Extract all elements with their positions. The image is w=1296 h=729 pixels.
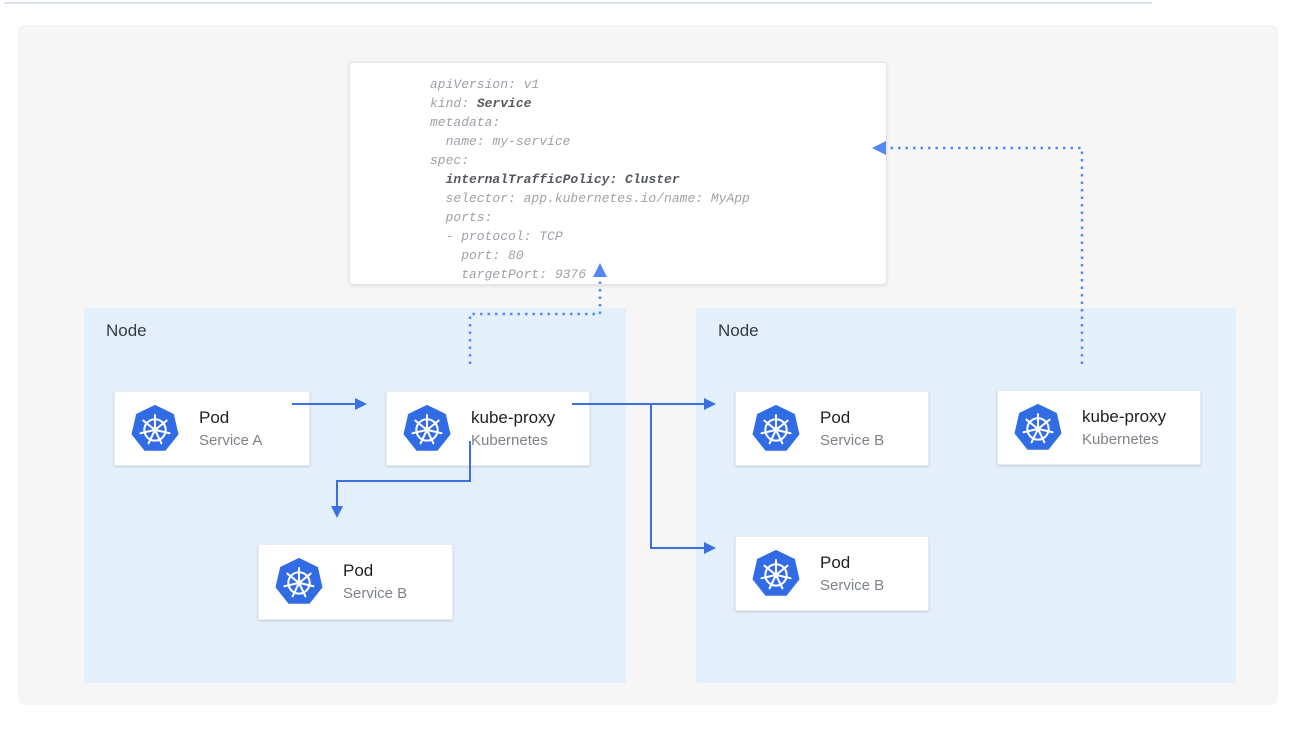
yaml-line: spec: <box>430 153 470 168</box>
yaml-line: kind: Service <box>430 96 532 111</box>
yaml-line: port: 80 <box>430 248 524 263</box>
yaml-line: selector: app.kubernetes.io/name: MyApp <box>430 191 750 206</box>
card-title: Pod <box>343 561 374 580</box>
yaml-line: apiVersion: v1 <box>430 77 540 92</box>
diagram-panel: apiVersion: v1 kind: Service metadata: n… <box>18 25 1278 705</box>
service-yaml-card: apiVersion: v1 kind: Service metadata: n… <box>349 62 887 285</box>
card-title: Pod <box>820 552 851 572</box>
card-subtitle: Service B <box>820 576 885 594</box>
yaml-line: targetPort: 9376 <box>430 267 587 282</box>
card-subtitle: Service A <box>199 431 263 449</box>
kubernetes-icon <box>401 403 453 455</box>
card-pod-service-b-left: Pod Service B <box>258 544 453 620</box>
card-pod-service-b-right-bottom: Pod Service B <box>735 536 929 611</box>
kubernetes-icon <box>129 403 181 455</box>
card-kube-proxy-left: kube-proxy Kubernetes <box>386 391 590 466</box>
kubernetes-icon <box>750 548 802 600</box>
card-title: Pod <box>820 407 851 427</box>
node-label: Node <box>718 321 759 340</box>
card-subtitle: Service B <box>343 585 408 602</box>
yaml-line: ports: <box>430 210 493 225</box>
card-subtitle: Kubernetes <box>1082 430 1159 448</box>
kubernetes-icon <box>1012 402 1064 454</box>
yaml-line-internal-traffic-policy: internalTrafficPolicy: Cluster <box>445 172 680 187</box>
card-title: kube-proxy <box>471 407 556 427</box>
card-subtitle: Kubernetes <box>471 431 548 449</box>
kubernetes-icon <box>273 556 325 608</box>
kubernetes-icon <box>750 403 802 455</box>
node-box-left: Node Pod Service A kube-proxy Kubernetes <box>84 308 626 683</box>
card-title: Pod <box>199 407 230 427</box>
node-label: Node <box>106 321 147 340</box>
yaml-line: - protocol: TCP <box>430 229 563 244</box>
card-pod-service-a: Pod Service A <box>114 391 310 466</box>
card-pod-service-b-right-top: Pod Service B <box>735 391 929 466</box>
top-divider <box>4 2 1152 4</box>
yaml-line: name: my-service <box>430 134 571 149</box>
yaml-line: metadata: <box>430 115 501 130</box>
card-kube-proxy-right: kube-proxy Kubernetes <box>997 390 1201 465</box>
card-title: kube-proxy <box>1082 406 1167 426</box>
card-subtitle: Service B <box>820 431 885 449</box>
node-box-right: Node Pod Service B Pod Service B kube-pr <box>696 308 1236 683</box>
